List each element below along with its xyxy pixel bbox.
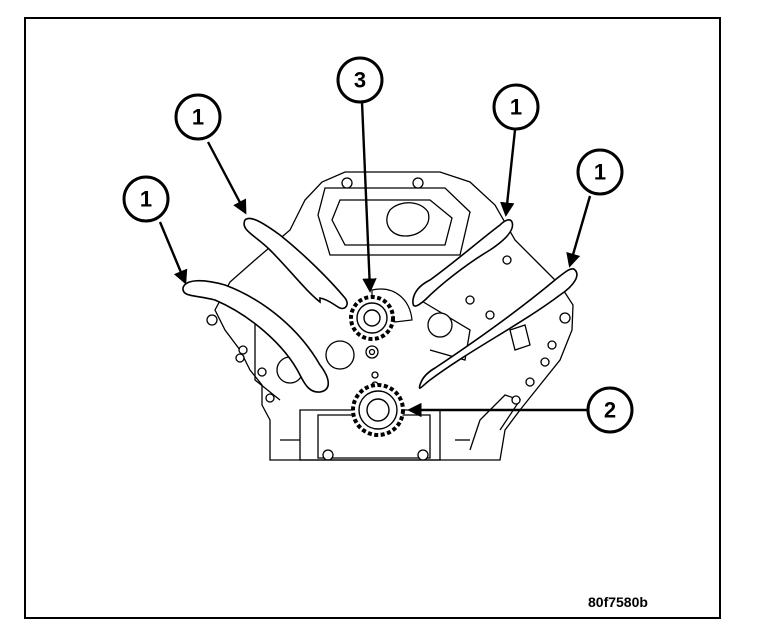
- callout-1a-label: 1: [140, 187, 152, 212]
- callout-1c-label: 1: [510, 95, 522, 120]
- callout-1b-label: 1: [192, 105, 204, 130]
- callout-3-label: 3: [354, 68, 366, 93]
- callout-1b: 1: [174, 93, 222, 141]
- callout-2: 2: [586, 386, 634, 434]
- bolt-holes: [206, 177, 571, 461]
- callout-1c: 1: [492, 83, 540, 131]
- figure-code: 80f7580b: [588, 594, 648, 610]
- callout-1d: 1: [576, 148, 624, 196]
- callout-3: 3: [336, 56, 384, 104]
- callout-2-label: 2: [604, 398, 616, 423]
- leader-lines: [158, 101, 592, 418]
- idler-sprocket: [349, 288, 413, 341]
- chain-guides: [182, 217, 578, 393]
- callout-1d-label: 1: [594, 160, 606, 185]
- crankshaft-sprocket: [351, 383, 405, 437]
- callout-1a: 1: [122, 175, 170, 223]
